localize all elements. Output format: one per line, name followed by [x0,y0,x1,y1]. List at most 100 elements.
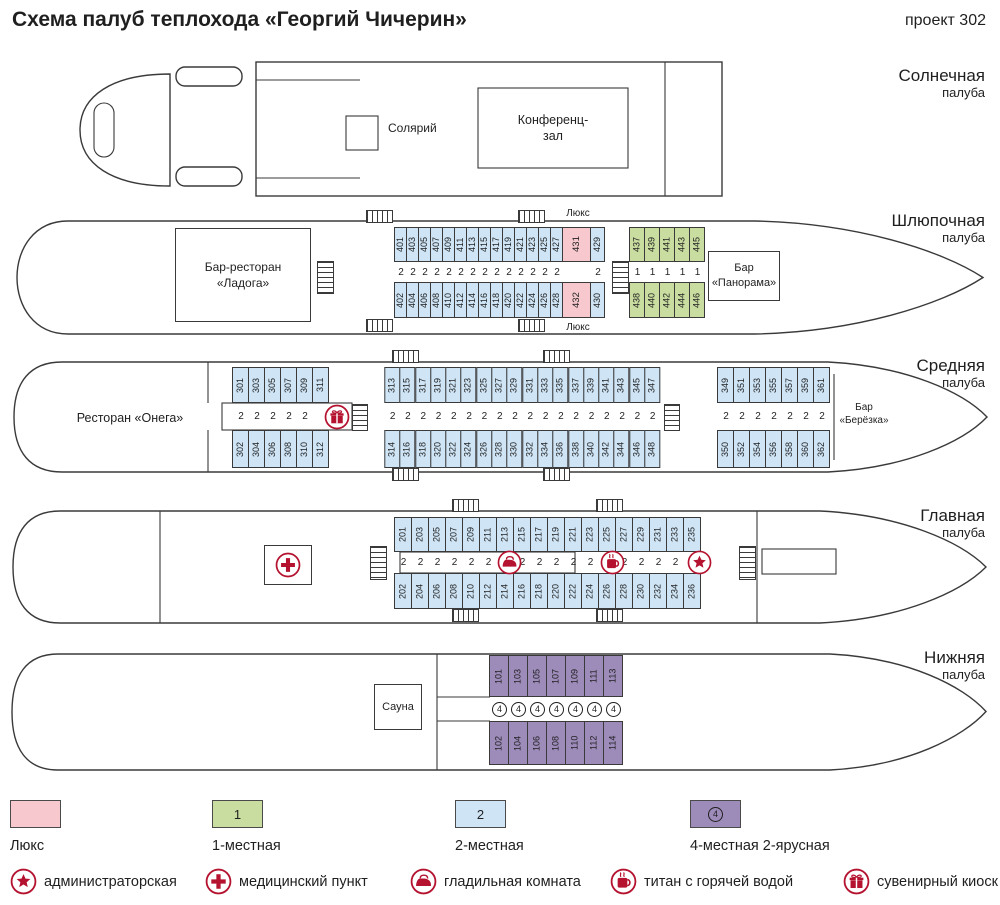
berth-count: 4 [490,697,509,721]
deck-label-line2: палуба [942,524,985,540]
cabin-cell: 339 [582,367,600,403]
cabin-cell: 332 [521,430,538,468]
berth-count: 2 [621,557,628,568]
hot-water-titan-icon [600,550,625,575]
cabin-cell: 360 [797,430,814,468]
main-deck-label: Главная палуба [920,506,985,540]
cabin-cell: 318 [414,430,431,468]
cabin-cell: 114 [603,721,623,765]
cabin-cell: 351 [733,367,750,403]
stairs-icon [452,609,479,622]
cabin-cell: 106 [527,721,547,765]
page-title: Схема палуб теплохода «Георгий Чичерин» [12,8,467,31]
berth-count: 2 [573,411,579,422]
medical-cross-icon [275,552,301,578]
cabin-cell: 236 [683,573,701,609]
cabin-cell: 330 [506,430,523,468]
hot-water-titan-icon [610,868,637,895]
stairs-icon [596,499,623,512]
cabin-cell-lux: 432 [562,282,591,318]
berth-count: 2 [518,266,524,278]
cabin-cell: 445 [689,227,705,262]
bar-panorama-line2: «Панорама» [711,277,777,289]
berth-count: 2 [420,411,427,422]
berth-count: 2 [270,411,276,422]
cabin-cell: 228 [615,573,633,609]
cabin-cell: 442 [659,282,675,318]
cabin-cell: 443 [674,227,690,262]
berth-count: 2 [389,411,396,422]
berth-count: 2 [570,557,577,568]
sun-deck-outline [79,61,723,197]
cabin-cell: 205 [428,517,446,552]
cabin-cell: 352 [733,430,750,468]
legend-quad-box-text: 4 [708,806,723,822]
berth-count: 2 [554,266,560,278]
cabin-cell: 355 [765,367,782,403]
kiosk-label: сувенирный киоск [877,874,998,890]
cabin-cell: 309 [296,367,313,403]
sun-deck-label: Солнечная палуба [899,66,985,100]
stairs-icon [518,319,545,332]
berth-count: 4 [547,697,566,721]
cabin-cell: 212 [479,573,497,609]
legend-double-label: 2-местная [455,838,524,854]
cabin-cell: 207 [445,517,463,552]
berth-count: 2 [655,557,662,568]
berth-count: 2 [755,411,761,422]
berth-count: 2 [451,557,458,568]
cabin-cell: 230 [632,573,650,609]
cabin-cell: 337 [567,367,584,403]
cabin-cell: 232 [649,573,667,609]
cabin-cell: 342 [598,430,615,468]
administrator-label: администраторская [44,874,177,890]
cabin-cell-lux: 431 [562,227,591,262]
cabin-cell: 302 [232,430,249,468]
legend-single-label: 1-местная [212,838,281,854]
berth-count: 2 [435,411,442,422]
berth-count: 2 [536,557,543,568]
cabin-cell: 231 [649,517,667,552]
lower-deck-label: Нижняя палуба [924,648,985,682]
berth-count: 2 [496,411,503,422]
berth-count: 2 [739,411,745,422]
stairs-icon [739,546,756,580]
berth-count: 2 [672,557,679,568]
cabin-cell: 444 [674,282,690,318]
cabin-cell: 201 [394,517,412,552]
cabin-cell: 354 [749,430,766,468]
cabin-cell: 111 [584,655,604,697]
cabin-cell: 216 [513,573,531,609]
bar-berezka-label: Бар «Берёзка» [836,401,892,427]
cabin-cell: 213 [496,517,514,552]
berth-count: 2 [819,411,825,422]
berth-count: 1 [634,266,641,278]
stairs-icon [543,350,570,363]
cabin-cell: 109 [565,655,585,697]
berth-count: 2 [485,557,492,568]
cabin-cell: 204 [411,573,429,609]
cabin-cell: 223 [581,517,599,552]
cabin-cell: 350 [717,430,734,468]
cabin-cell: 208 [445,573,463,609]
cabin-cell: 340 [582,430,600,468]
cabin-cell: 211 [479,517,497,552]
berth-count: 2 [506,266,512,278]
deck-label-line2: палуба [942,374,985,390]
